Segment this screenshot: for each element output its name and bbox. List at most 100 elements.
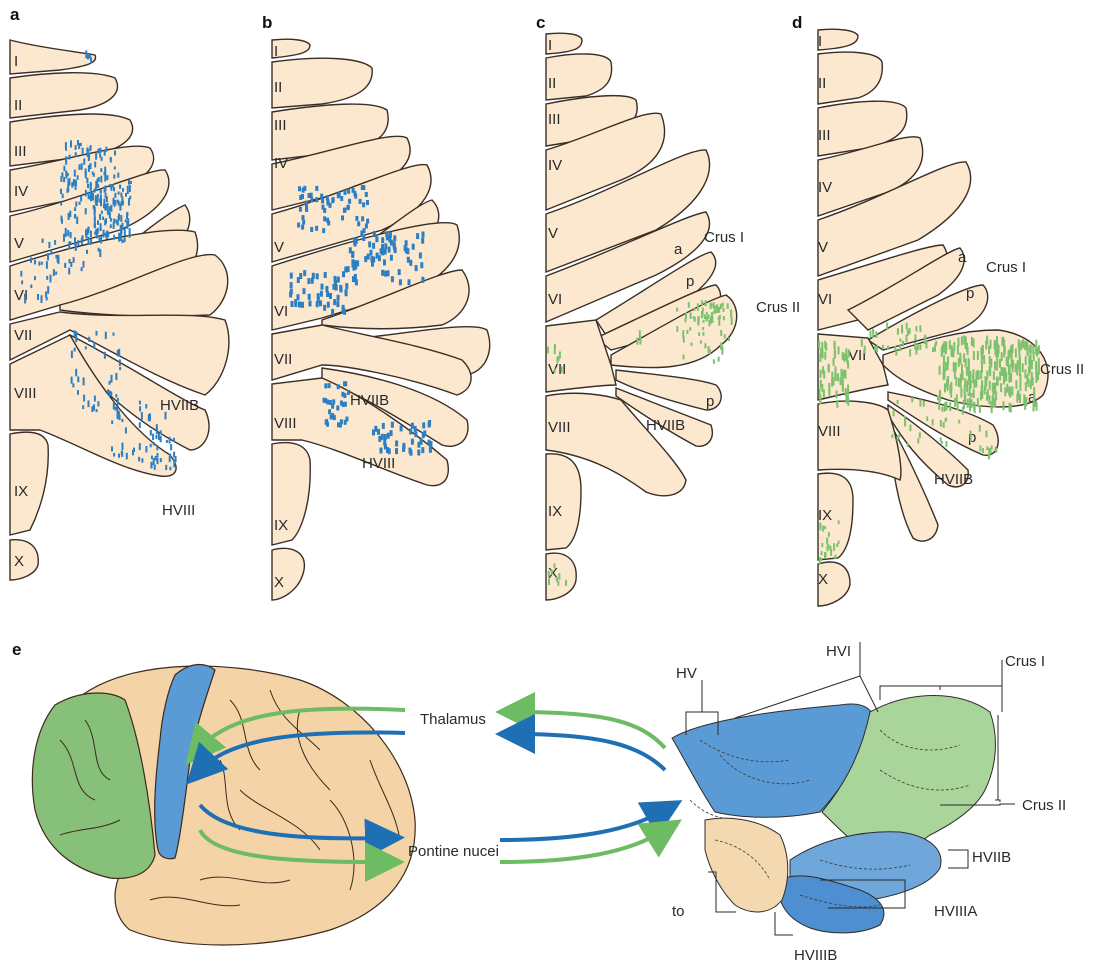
label-spot bbox=[94, 224, 96, 228]
label-spot bbox=[165, 465, 167, 470]
pontine-to-cerebellum-blue-arrow bbox=[500, 810, 665, 840]
label-spot bbox=[875, 331, 877, 338]
label-spot bbox=[45, 292, 47, 298]
label-spot bbox=[393, 235, 396, 241]
label-spot bbox=[834, 555, 836, 560]
label-spot bbox=[428, 422, 431, 428]
label-spot bbox=[305, 201, 308, 206]
label-spot bbox=[1000, 383, 1002, 392]
label-spot bbox=[1010, 346, 1012, 355]
label-spot bbox=[34, 260, 36, 265]
label-spot bbox=[872, 330, 874, 338]
label-spot bbox=[565, 580, 567, 586]
label-spot bbox=[971, 393, 973, 398]
label-spot bbox=[83, 158, 85, 164]
label-spot bbox=[827, 546, 829, 551]
label-spot bbox=[150, 444, 152, 448]
label-spot bbox=[67, 173, 69, 177]
label-spot bbox=[554, 369, 556, 373]
label-spot bbox=[322, 228, 325, 233]
label-spot bbox=[847, 384, 849, 392]
label-spot bbox=[1002, 337, 1004, 346]
label-spot bbox=[940, 437, 942, 441]
label-spot bbox=[57, 256, 59, 263]
label-spot bbox=[106, 175, 108, 180]
label-spot bbox=[70, 232, 72, 238]
label-p-crus2: p bbox=[968, 429, 976, 446]
label-spot bbox=[122, 188, 124, 192]
label-spot bbox=[88, 337, 90, 342]
label-spot bbox=[705, 300, 707, 306]
label-spot bbox=[290, 273, 293, 279]
label-HVIII: HVIII bbox=[162, 502, 195, 519]
label-spot bbox=[111, 446, 113, 451]
label-spot bbox=[372, 257, 375, 263]
label-spot bbox=[63, 234, 65, 242]
label-spot bbox=[85, 346, 87, 349]
label-spot bbox=[110, 158, 112, 163]
label-spot bbox=[151, 463, 153, 468]
label-spot bbox=[842, 371, 844, 379]
label-spot bbox=[21, 281, 23, 285]
label-spot bbox=[299, 207, 302, 212]
label-spot bbox=[1015, 363, 1017, 372]
label-spot bbox=[139, 443, 141, 450]
label-spot bbox=[46, 261, 48, 269]
label-spot bbox=[1029, 345, 1031, 354]
label-spot bbox=[370, 250, 373, 256]
lobule-label-IX: IX bbox=[818, 507, 832, 524]
label-spot bbox=[821, 384, 823, 392]
label-spot bbox=[959, 353, 961, 362]
label-spot bbox=[395, 441, 398, 447]
label-spot bbox=[46, 297, 48, 300]
label-spot bbox=[145, 446, 147, 453]
label-HVIIB: HVIIB bbox=[160, 397, 199, 414]
label-spot bbox=[65, 233, 67, 237]
label-spot bbox=[943, 363, 945, 372]
label-spot bbox=[121, 201, 123, 206]
label-spot bbox=[109, 381, 111, 385]
label-spot bbox=[341, 392, 344, 397]
label-spot bbox=[374, 426, 377, 432]
label-spot bbox=[156, 435, 158, 439]
label-spot bbox=[141, 412, 143, 420]
label-spot bbox=[943, 355, 945, 364]
label-spot bbox=[1026, 374, 1028, 383]
label-spot bbox=[72, 383, 74, 387]
label-spot bbox=[819, 354, 821, 362]
label-spot bbox=[887, 346, 889, 350]
lobule-label-I: I bbox=[14, 53, 18, 70]
label-spot bbox=[80, 143, 82, 146]
label-spot bbox=[344, 381, 347, 386]
label-spot bbox=[82, 405, 84, 409]
label-spot bbox=[1011, 358, 1013, 367]
label-spot bbox=[958, 338, 960, 347]
label-spot bbox=[100, 223, 102, 229]
label-spot bbox=[1016, 394, 1018, 403]
label-spot bbox=[838, 520, 840, 524]
label-spot bbox=[713, 302, 715, 309]
label-spot bbox=[336, 301, 339, 307]
panel-d-letter: d bbox=[792, 13, 802, 32]
label-spot bbox=[385, 231, 388, 237]
label-spot bbox=[1009, 403, 1011, 412]
lobule-label-IX: IX bbox=[548, 503, 562, 520]
lobule-label-III: III bbox=[274, 117, 287, 134]
label-spot bbox=[382, 423, 385, 429]
label-spot bbox=[343, 208, 346, 213]
label-spot bbox=[106, 233, 108, 240]
label-spot bbox=[381, 244, 384, 250]
label-spot bbox=[703, 320, 705, 323]
label-spot bbox=[173, 452, 175, 458]
label-spot bbox=[973, 379, 975, 388]
label-HVIIB: HVIIB bbox=[350, 392, 389, 409]
label-spot bbox=[124, 229, 126, 236]
label-spot bbox=[100, 176, 102, 183]
label-spot bbox=[340, 401, 343, 406]
label-spot bbox=[381, 270, 384, 276]
label-spot bbox=[988, 448, 990, 453]
label-spot bbox=[37, 294, 39, 300]
label-spot bbox=[92, 172, 94, 175]
label-HVIIIB: HVIIIB bbox=[794, 947, 837, 964]
label-spot bbox=[127, 218, 129, 226]
